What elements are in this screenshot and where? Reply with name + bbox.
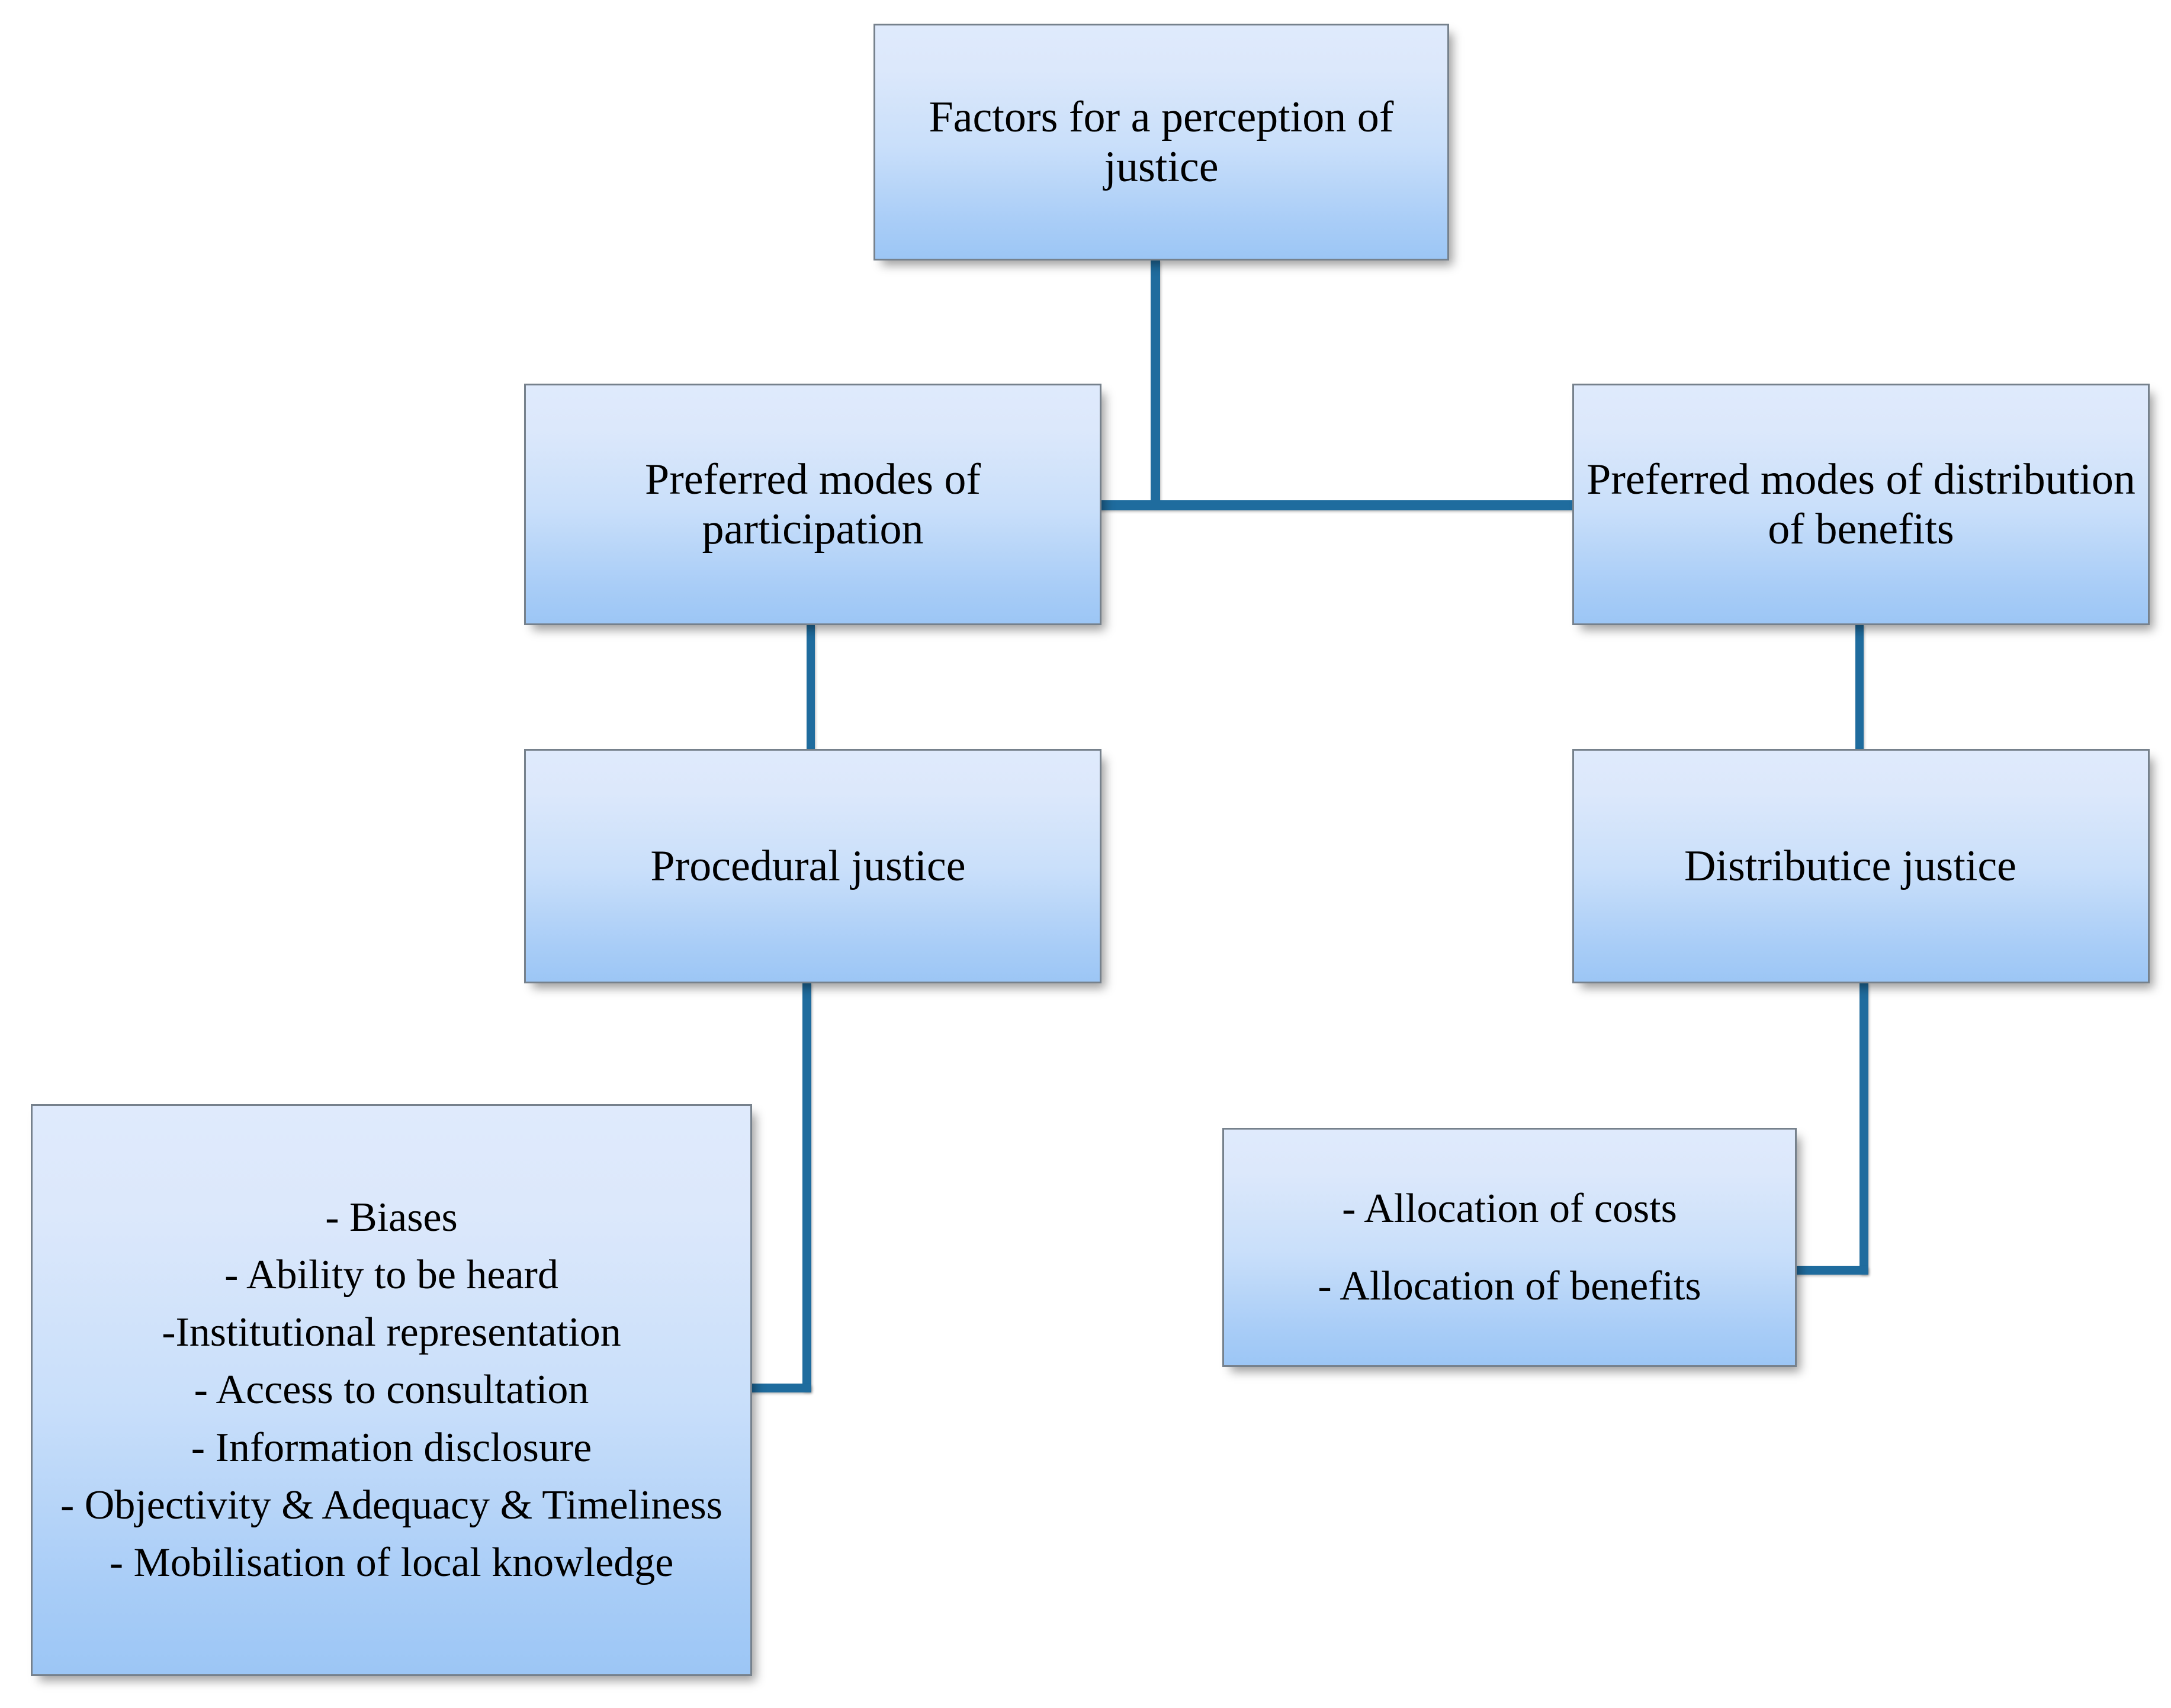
node-preferred-modes-of-distribution-of-benefits[interactable]: Preferred modes of distribution of benef…	[1572, 384, 2150, 625]
detail-list-item: - Allocation of benefits	[1318, 1263, 1701, 1309]
node-participation-label: Preferred modes of participation	[644, 455, 981, 554]
connector-procedural-to-details-horizontal	[747, 1384, 811, 1392]
node-factors-for-perception-of-justice[interactable]: Factors for a perception of justice	[873, 24, 1449, 260]
procedural-details-list: - Biases - Ability to be heard -Institutio…	[33, 1189, 750, 1591]
detail-list-item: -Institutional representation	[162, 1310, 621, 1356]
node-procedural-label: Procedural justice	[650, 841, 966, 890]
detail-list-item: - Information disclosure	[191, 1424, 592, 1471]
node-root-label: Factors for a perception of justice	[929, 92, 1394, 191]
node-distributive-justice[interactable]: Distributice justice	[1572, 749, 2150, 983]
distributive-details-list: - Allocation of costs - Allocation of ben…	[1224, 1170, 1795, 1325]
connector-spine-horizontal	[1097, 500, 1578, 510]
connector-distributive-to-details-horizontal	[1792, 1266, 1868, 1275]
detail-list-item: - Access to consultation	[194, 1367, 589, 1413]
node-procedural-justice-details[interactable]: - Biases - Ability to be heard -Institutio…	[31, 1104, 752, 1676]
connector-participation-to-procedural	[807, 623, 815, 751]
connector-distributive-to-details-vertical	[1860, 982, 1868, 1274]
detail-list-item: - Allocation of costs	[1342, 1185, 1677, 1231]
detail-list-item: - Ability to be heard	[224, 1252, 558, 1298]
detail-list-item: - Objectivity & Adequacy & Timeliness	[60, 1482, 722, 1528]
detail-list-item: - Mobilisation of local knowledge	[109, 1539, 674, 1585]
node-preferred-modes-of-participation[interactable]: Preferred modes of participation	[524, 384, 1101, 625]
node-distributive-label: Distributice justice	[1684, 841, 2017, 890]
node-distribution-label: Preferred modes of distribution of benef…	[1586, 455, 2135, 554]
connector-distribution-to-distributive	[1855, 623, 1864, 751]
connector-root-to-spine	[1151, 259, 1160, 507]
node-distributive-justice-details[interactable]: - Allocation of costs - Allocation of ben…	[1222, 1128, 1797, 1367]
node-procedural-justice[interactable]: Procedural justice	[524, 749, 1101, 983]
connector-procedural-to-details-vertical	[802, 982, 811, 1391]
detail-list-item: - Biases	[325, 1195, 458, 1241]
